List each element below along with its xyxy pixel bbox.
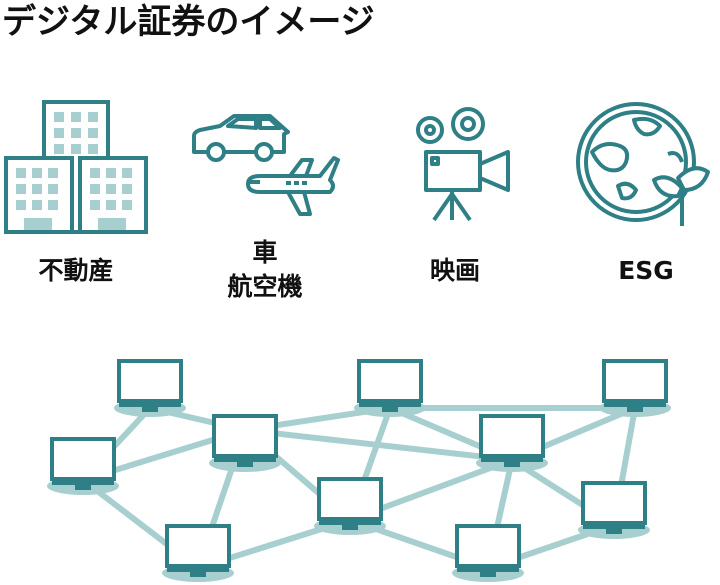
movie-camera-icon	[416, 107, 510, 222]
asset-label-car: 車	[252, 238, 278, 267]
globe-sprout-icon	[576, 102, 710, 226]
buildings-icon	[4, 100, 148, 234]
car-airplane-icon	[192, 114, 340, 216]
asset-label-real-estate: 不動産	[38, 256, 114, 285]
monitor-node	[314, 477, 386, 535]
monitor-node	[476, 414, 548, 472]
monitor-node	[114, 359, 186, 417]
page-title: デジタル証券のイメージ	[2, 2, 375, 42]
monitor-node	[578, 481, 650, 539]
monitor-node	[354, 359, 426, 417]
asset-label-movie: 映画	[429, 256, 480, 285]
asset-label-aircraft: 航空機	[227, 272, 303, 301]
monitor-node	[599, 359, 671, 417]
monitor-node	[452, 524, 524, 582]
monitor-node	[47, 437, 119, 495]
monitor-node	[209, 414, 281, 472]
asset-label-esg: ESG	[618, 256, 674, 285]
monitor-node	[162, 524, 234, 582]
computer-network	[47, 359, 671, 582]
